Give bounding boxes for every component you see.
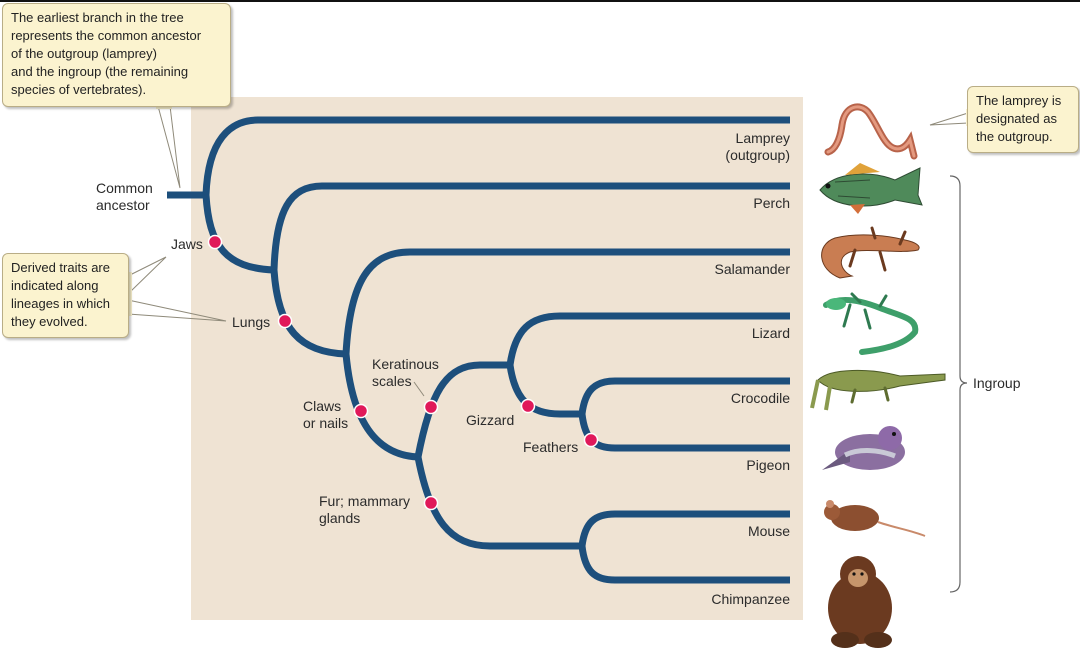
taxon-label-lizard: Lizard <box>751 325 790 341</box>
trait-dot-lungs <box>277 313 293 329</box>
branch-lamprey <box>202 116 790 196</box>
callout-pointer-derived-to-jaws <box>127 256 167 293</box>
branch-tetrapods <box>270 269 347 358</box>
top-border <box>0 0 1080 2</box>
taxon-label-mouse: Mouse <box>747 523 790 539</box>
perch-animal <box>819 163 923 214</box>
branch-pigeon <box>578 413 790 452</box>
trait-dot-feathers <box>583 432 599 448</box>
crocodile-animal <box>810 369 946 411</box>
trait-dot-keratinous <box>423 399 439 415</box>
pigeon-animal <box>822 426 905 470</box>
branch-chimpanzee <box>578 545 790 584</box>
trait-label-fur: Fur; mammary glands <box>319 493 410 526</box>
branch-reptiles <box>414 361 510 458</box>
branch-mammals <box>414 456 582 550</box>
branch-perch <box>270 182 790 271</box>
callout-earliest-branch: The earliest branch in the tree represen… <box>2 3 231 107</box>
branch-crocodile <box>578 377 790 415</box>
trait-dot-claws <box>353 403 369 419</box>
branch-ingroup <box>202 194 275 274</box>
trait-label-jaws: Jaws <box>171 236 203 252</box>
trait-dot-gizzard <box>520 398 536 414</box>
taxon-label-salamander: Salamander <box>714 261 791 277</box>
callout-derived-traits: Derived traits are indicated along linea… <box>2 253 129 338</box>
common-ancestor-label: Common ancestor <box>96 180 153 213</box>
taxon-name: Lamprey <box>735 130 790 146</box>
trait-label-gizzard: Gizzard <box>466 412 515 428</box>
trait-label-keratinous: Keratinous scales <box>372 356 439 389</box>
taxon-label-chimpanzee: Chimpanzee <box>711 591 790 607</box>
salamander-animal <box>821 226 920 279</box>
taxon-label-pigeon: Pigeon <box>746 457 790 473</box>
callout-pointer-earliest-branch <box>157 105 181 189</box>
callout-pointer-outgroup <box>929 112 969 126</box>
chimpanzee-animal <box>828 556 892 648</box>
trait-dot-fur <box>423 495 439 511</box>
trait-label-claws: Claws or nails <box>303 398 349 431</box>
branch-amniotes <box>342 353 419 461</box>
callout-outgroup: The lamprey is designated as the outgrou… <box>967 86 1079 153</box>
keratinous-leader <box>413 381 425 397</box>
taxon-subtitle: (outgroup) <box>725 147 790 163</box>
taxon-label-perch: Perch <box>753 195 790 211</box>
lizard-animal <box>823 292 919 355</box>
branch-salamander <box>342 248 790 355</box>
ingroup-bracket <box>949 175 968 593</box>
trait-label-lungs: Lungs <box>232 314 271 330</box>
branch-mouse <box>578 510 790 547</box>
lamprey-animal <box>824 103 918 160</box>
taxon-label-crocodile: Crocodile <box>730 390 790 406</box>
ingroup-label: Ingroup <box>973 375 1021 391</box>
callout-pointer-derived-to-lungs <box>127 299 227 322</box>
taxon-label-lamprey: Lamprey (outgroup) <box>725 130 790 164</box>
branch-lizard <box>506 312 790 366</box>
trait-label-feathers: Feathers <box>523 439 579 455</box>
trait-dot-jaws <box>207 234 223 250</box>
mouse-animal <box>824 500 926 537</box>
